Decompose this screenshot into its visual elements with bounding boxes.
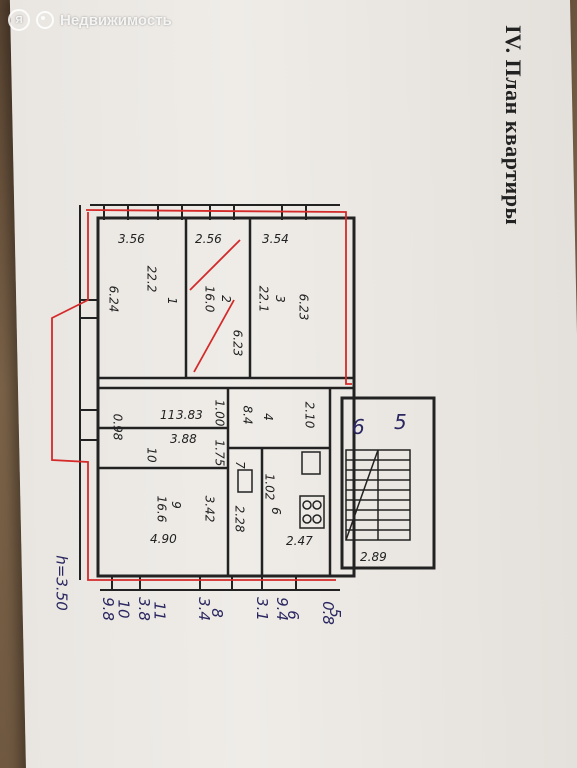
room7-number: 7 — [232, 461, 247, 469]
room9-number: 9 — [168, 501, 183, 509]
note-10: 10 — [114, 599, 133, 619]
room1-length: 6.24 — [106, 285, 121, 313]
room2-area: 16.0 — [202, 285, 217, 313]
page-title: IV. План квартиры — [501, 25, 526, 226]
room9-area: 16.6 — [154, 495, 169, 523]
room7-area: 2.28 — [232, 505, 247, 533]
watermark: Я Недвижимость — [8, 8, 172, 32]
room4-number: 4 — [260, 413, 275, 421]
corridor-dim-098: 0.98 — [110, 413, 125, 441]
note-94: 9.4 — [272, 597, 291, 621]
room4-width: 2.10 — [302, 401, 317, 429]
room11-length: 3.83 — [176, 408, 203, 422]
ceiling-height-note: h=3.50 — [52, 555, 71, 611]
corner-note-6: 6 — [352, 415, 365, 439]
room4-area: 8.4 — [240, 405, 255, 425]
windows-left — [79, 205, 98, 580]
room3-width: 3.54 — [262, 232, 289, 246]
watermark-eye-icon — [36, 11, 54, 29]
room9-length: 4.90 — [150, 532, 177, 546]
bath-dim-102: 1.02 — [262, 473, 277, 501]
room3-area: 22.1 — [256, 285, 271, 313]
room10-number: 10 — [144, 447, 159, 463]
room10-length: 3.88 — [170, 432, 197, 446]
room2-length: 6.23 — [230, 329, 245, 357]
room6-number: 6 — [268, 507, 283, 515]
room9-width: 3.42 — [202, 495, 217, 523]
room11-number: 11 — [160, 408, 176, 422]
stair-outline — [340, 396, 436, 570]
room10-width: 1.75 — [212, 439, 227, 467]
kitchen-fixtures — [237, 451, 325, 529]
room3-length: 6.23 — [296, 293, 311, 321]
note-34: 3.4 — [194, 597, 213, 621]
room2-width: 2.56 — [195, 232, 222, 246]
windows-bottom — [100, 576, 340, 591]
room1-area: 22.2 — [144, 265, 159, 293]
corner-note-5: 5 — [394, 410, 407, 434]
red-boundary-line — [51, 209, 352, 581]
note-11: 11 — [150, 601, 169, 621]
room1-number: 1 — [164, 297, 179, 305]
staircase — [345, 449, 411, 541]
room5-area: 2.89 — [360, 550, 387, 564]
room11-width: 1.00 — [212, 399, 227, 427]
room3-number: 3 — [272, 295, 287, 303]
note-08: 0.8 — [318, 601, 337, 625]
interior-walls — [98, 218, 354, 576]
note-38: 3.8 — [134, 597, 153, 621]
outer-walls — [96, 216, 436, 578]
note-31: 3.1 — [252, 597, 271, 621]
watermark-logo-icon: Я — [8, 9, 30, 31]
room1-width: 3.56 — [118, 232, 145, 246]
watermark-brand: Недвижимость — [60, 11, 172, 29]
room6-area: 2.47 — [286, 534, 313, 548]
windows-top — [90, 204, 340, 220]
room2-number: 2 — [218, 295, 233, 303]
note-98: 9.8 — [98, 597, 117, 621]
